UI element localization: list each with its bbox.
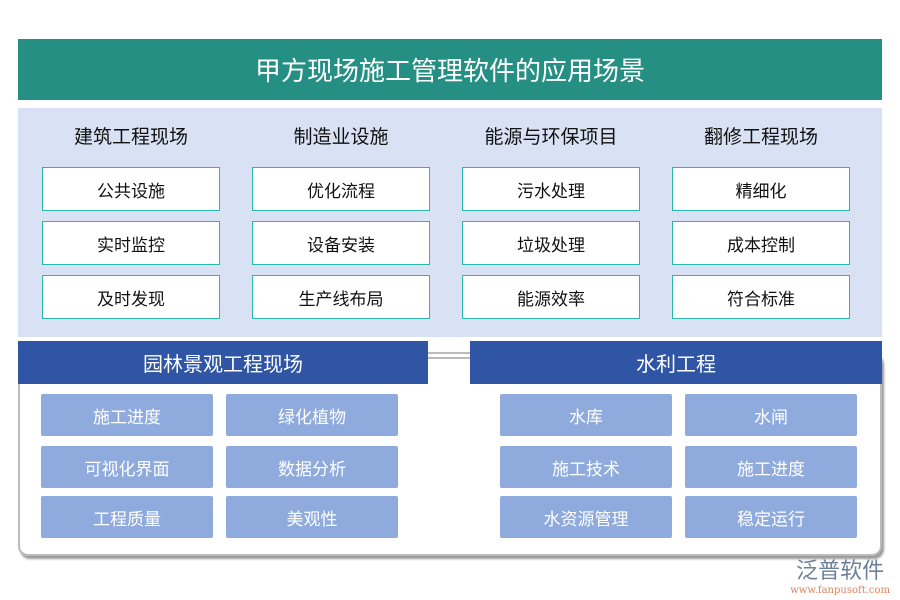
scenario-tile: 施工技术 [500,446,672,488]
scenario-tile: 水库 [500,394,672,436]
scenario-box: 实时监控 [42,221,220,265]
column-heading: 建筑工程现场 [73,126,188,148]
scenario-box: 及时发现 [42,275,220,319]
scenario-tile: 可视化界面 [41,446,213,488]
top-panel: 建筑工程现场公共设施实时监控及时发现 制造业设施优化流程设备安装生产线布局 能源与环… [18,108,882,337]
page-title: 甲方现场施工管理软件的应用场景 [18,39,882,100]
scenario-tile: 施工进度 [685,446,857,488]
connector-line [428,357,470,359]
logo-url: www.fanpusoft.com [790,585,890,596]
scenario-box: 公共设施 [42,167,220,211]
scenario-box: 成本控制 [672,221,850,265]
column-heading: 制造业设施 [293,126,389,148]
group-header-landscape: 园林景观工程现场 [18,341,428,384]
scenario-tile: 美观性 [226,496,398,538]
scenario-box: 污水处理 [462,167,640,211]
scenario-tile: 工程质量 [41,496,213,538]
scenario-box: 设备安装 [252,221,430,265]
scenario-tile: 水资源管理 [500,496,672,538]
scenario-box: 生产线布局 [252,275,430,319]
scenario-tile: 绿化植物 [226,394,398,436]
scenario-tile: 数据分析 [226,446,398,488]
scenario-tile: 稳定运行 [685,496,857,538]
logo-name: 泛普软件 [796,559,885,584]
scenario-box: 能源效率 [462,275,640,319]
logo: 泛普软件 www.fanpusoft.com [790,553,890,596]
scenario-box: 精细化 [672,167,850,211]
scenario-tile: 施工进度 [41,394,213,436]
scenario-box: 符合标准 [672,275,850,319]
scenario-box: 优化流程 [252,167,430,211]
group-header-water: 水利工程 [470,341,882,384]
column-heading: 能源与环保项目 [484,126,618,148]
scenario-box: 垃圾处理 [462,221,640,265]
column-heading: 翻修工程现场 [703,126,818,148]
scenario-tile: 水闸 [685,394,857,436]
